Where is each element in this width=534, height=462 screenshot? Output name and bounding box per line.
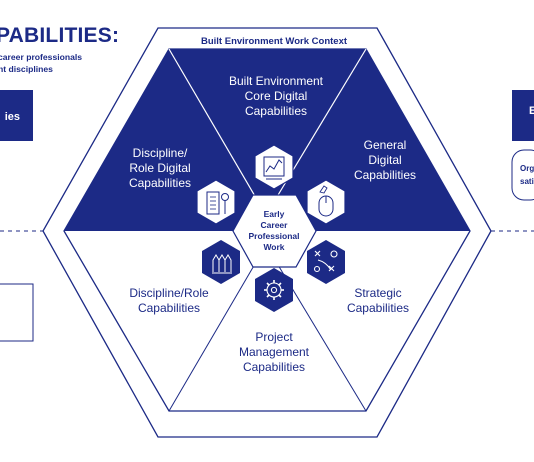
center-label-4: Work — [263, 242, 284, 252]
gear-icon — [255, 268, 293, 312]
building-icon — [196, 179, 236, 225]
center-label-1: Early — [264, 209, 285, 219]
discipline-digital-label-2: Role Digital — [129, 161, 190, 175]
discipline-role-label-1: Discipline/Role — [129, 286, 209, 300]
page-title: PABILITIES: — [0, 24, 120, 47]
mouse-hand-icon — [306, 179, 346, 225]
pencils-icon — [202, 240, 240, 284]
right-note-line-1: Org — [520, 164, 534, 173]
subtitle-line-1: career professionals — [0, 52, 83, 62]
core-capabilities-band — [64, 231, 470, 411]
project-management-label-2: Management — [239, 345, 310, 359]
right-capability-box — [512, 90, 534, 141]
strategic-label-1: Strategic — [354, 286, 401, 300]
center-label-2: Career — [261, 220, 289, 230]
right-box-label: E — [529, 105, 534, 117]
center-label-3: Professional — [248, 231, 299, 241]
top-segment-dividers — [168, 48, 367, 216]
left-outline-box — [0, 283, 34, 342]
core-digital-label-3: Capabilities — [245, 104, 307, 118]
left-box-label: ies — [5, 111, 20, 123]
strategic-label-2: Capabilities — [347, 301, 409, 315]
bar-chart-icon — [254, 144, 294, 190]
core-digital-label-1: Built Environment — [229, 74, 324, 88]
project-management-label-1: Project — [255, 330, 293, 344]
right-note-line-2: sati — [520, 177, 534, 186]
right-note-pill — [511, 149, 534, 201]
core-digital-label-2: Core Digital — [245, 89, 308, 103]
left-capability-box — [0, 90, 33, 141]
general-digital-label-1: General — [364, 138, 407, 152]
general-digital-label-2: Digital — [368, 153, 401, 167]
subtitle-line-2: nt disciplines — [0, 64, 53, 74]
discipline-digital-label-1: Discipline/ — [133, 146, 188, 160]
tactics-board-icon — [307, 240, 345, 284]
discipline-digital-label-3: Capabilities — [129, 176, 191, 190]
bottom-segment-dividers — [168, 244, 367, 412]
discipline-role-label-2: Capabilities — [138, 301, 200, 315]
general-digital-label-3: Capabilities — [354, 168, 416, 182]
project-management-label-3: Capabilities — [243, 360, 305, 374]
center-hexagon — [232, 194, 317, 268]
digital-capabilities-band — [64, 49, 470, 231]
work-context-label: Built Environment Work Context — [201, 36, 348, 47]
